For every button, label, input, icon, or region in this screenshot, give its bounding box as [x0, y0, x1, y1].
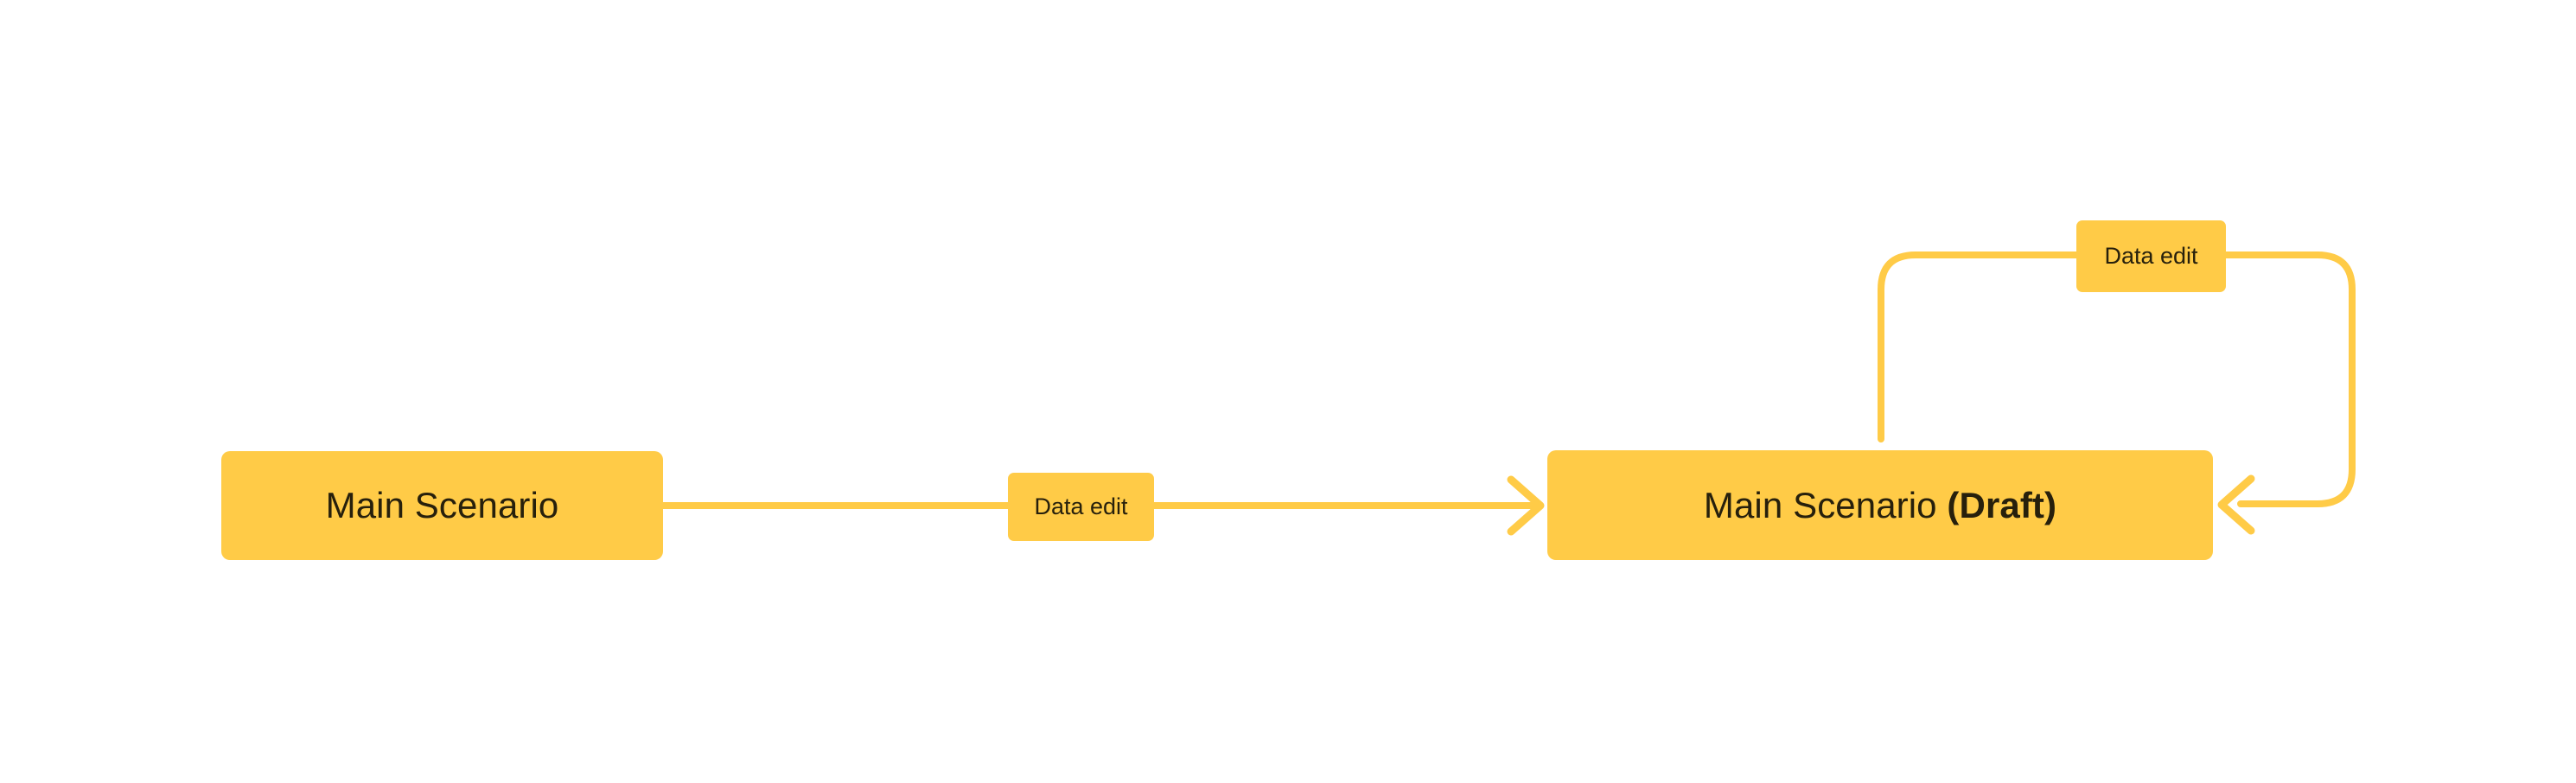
edge-draft-self-loop-path-right [2222, 251, 2356, 507]
edge-draft-self-loop-arrowhead-icon [2217, 474, 2255, 535]
edge-main-to-draft[interactable] [660, 475, 1545, 536]
node-main-scenario-draft-label-plain: Main Scenario [1703, 484, 1948, 525]
node-main-scenario[interactable]: Main Scenario [221, 451, 663, 560]
node-main-scenario-draft-label-bold: (Draft) [1947, 484, 2057, 525]
node-main-scenario-label: Main Scenario [325, 485, 559, 525]
edge-label-data-edit-main-to-draft-text: Data edit [1034, 493, 1128, 519]
node-main-scenario-draft[interactable]: Main Scenario (Draft) [1547, 450, 2213, 560]
node-main-scenario-draft-label: Main Scenario (Draft) [1704, 487, 2056, 524]
edge-label-data-edit-main-to-draft[interactable]: Data edit [1008, 473, 1154, 541]
edge-label-data-edit-self-loop-text: Data edit [2104, 243, 2198, 269]
edge-label-data-edit-self-loop[interactable]: Data edit [2076, 220, 2226, 292]
edge-draft-self-loop-path-left [1878, 251, 2080, 442]
edge-draft-self-loop[interactable] [1878, 251, 2356, 535]
edge-main-to-draft-arrowhead-icon [1507, 475, 1545, 536]
